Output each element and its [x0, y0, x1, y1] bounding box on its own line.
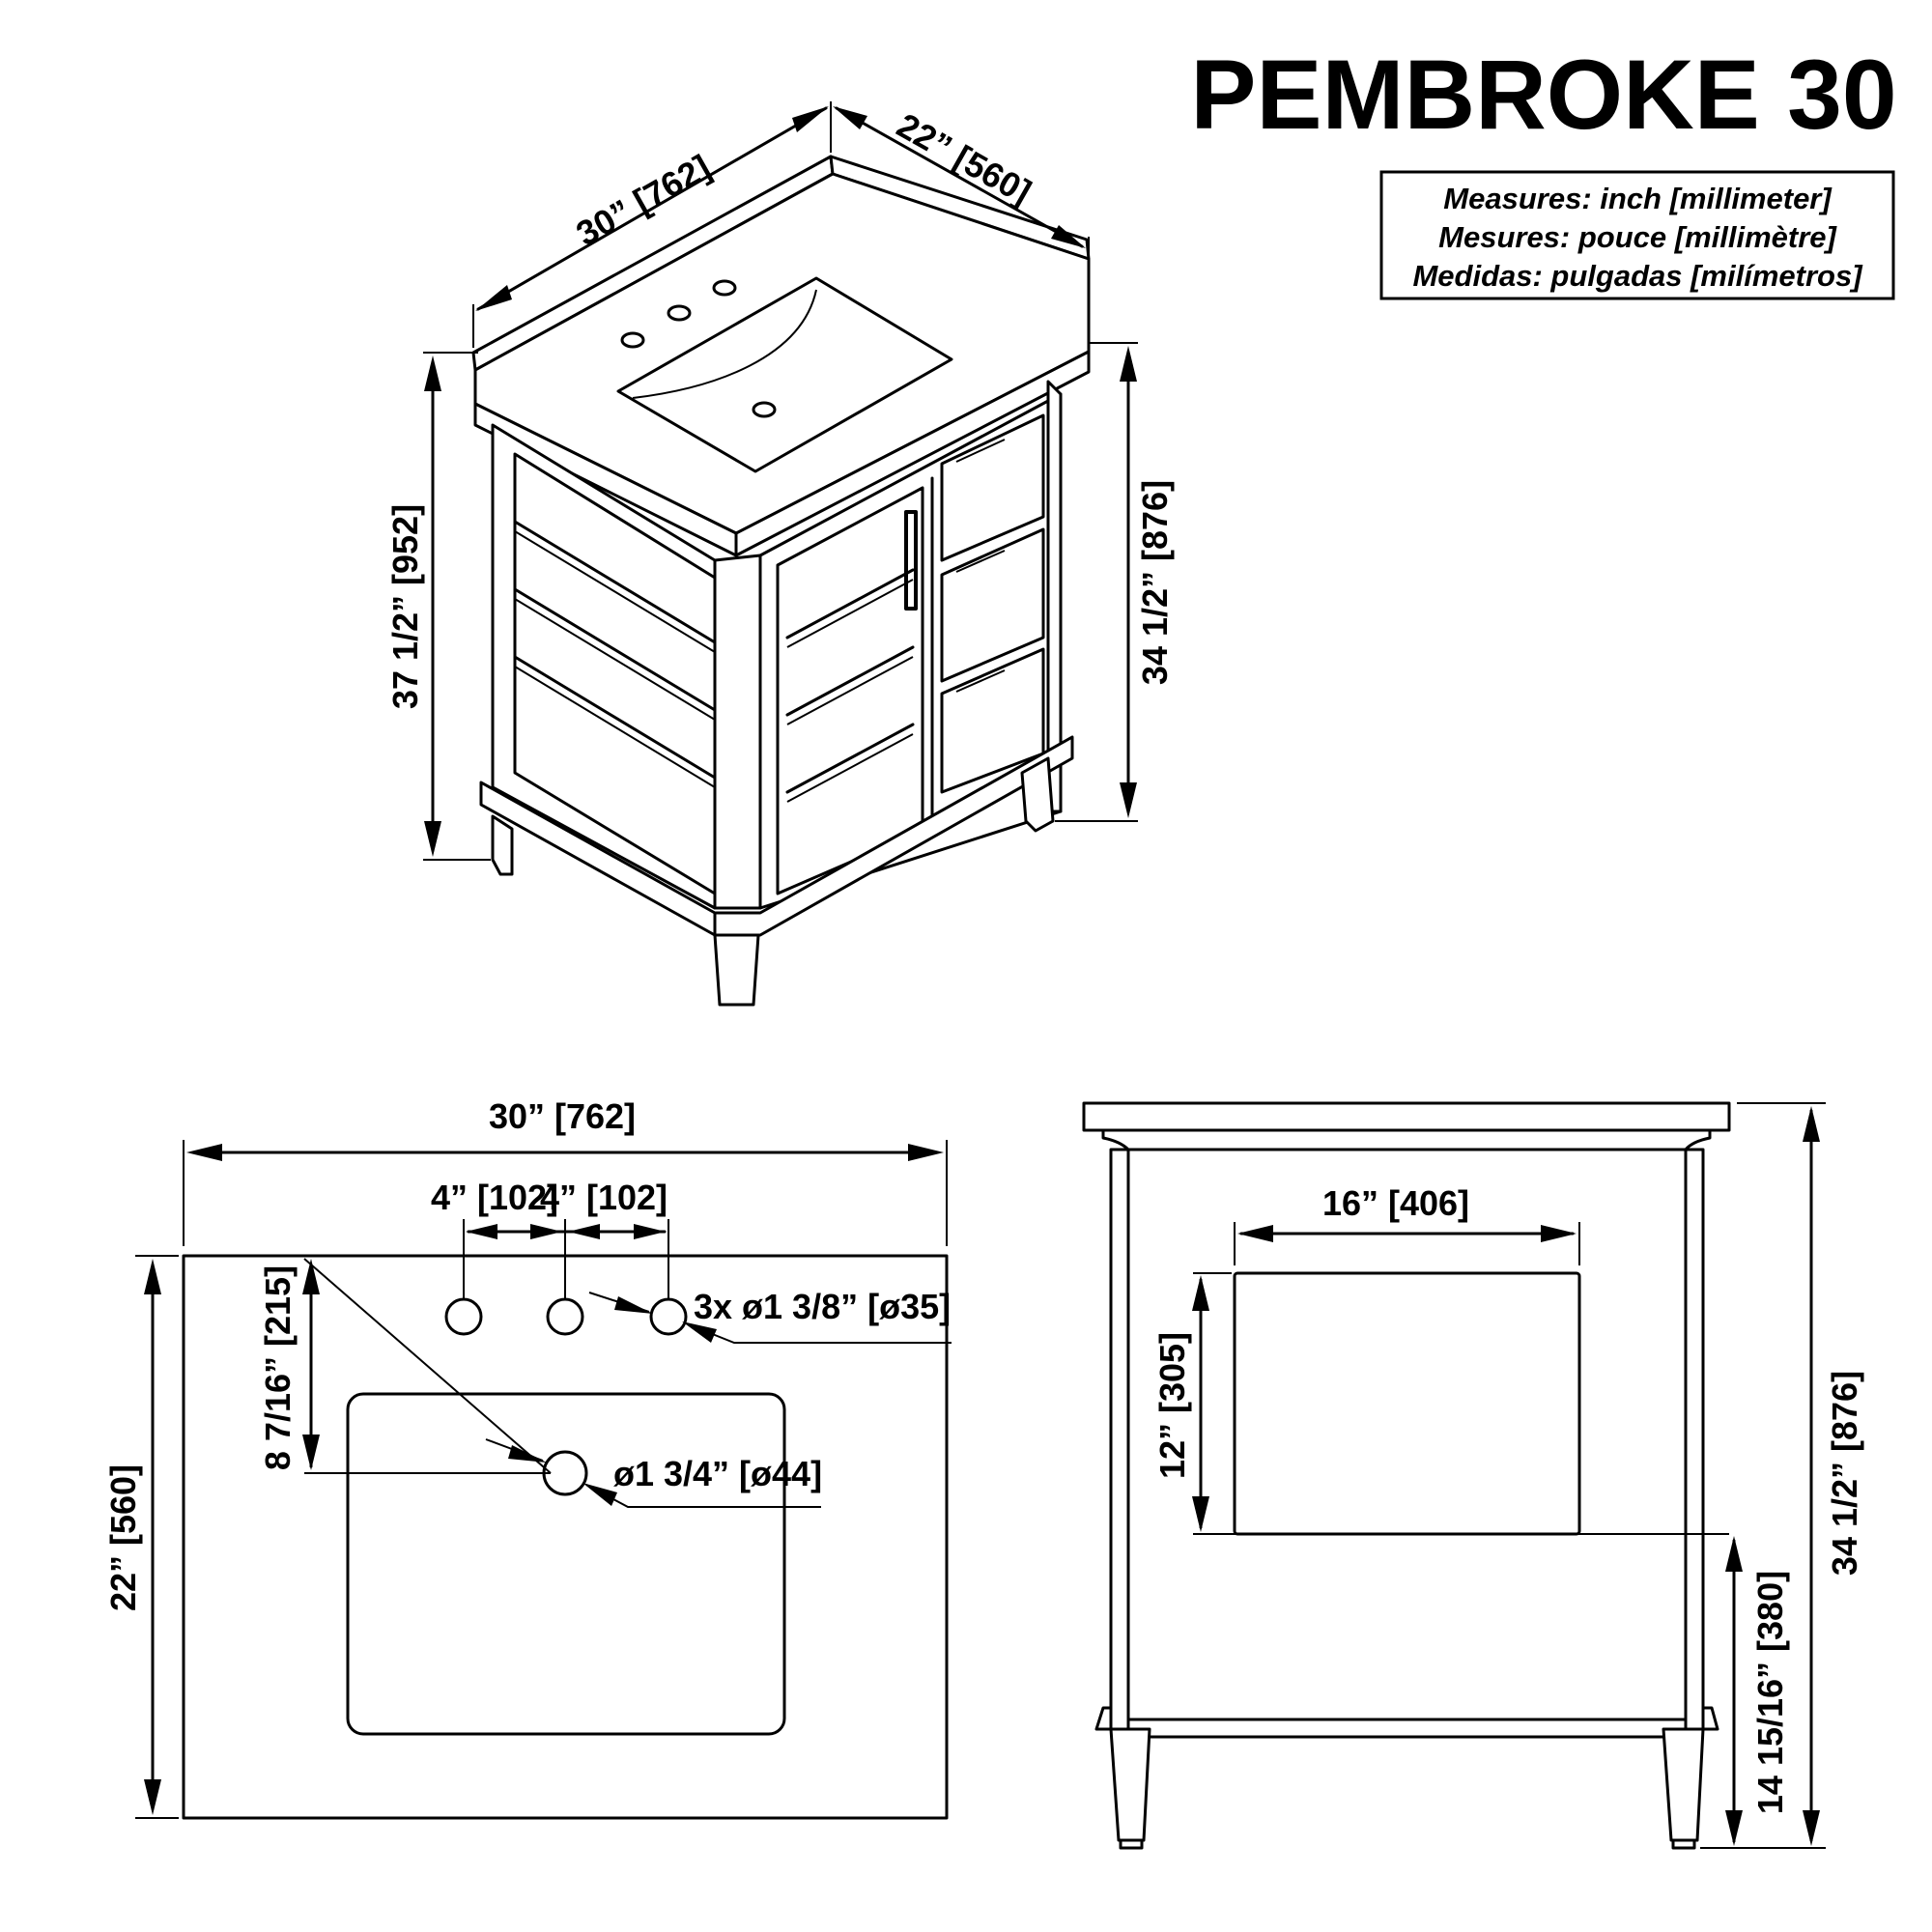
isometric-view: [471, 155, 1091, 1007]
drawer-front: [940, 527, 1045, 683]
legend-line-french: Mesures: pouce [millimètre]: [1438, 220, 1837, 254]
panel-width-dimension: 16” [406]: [1234, 1183, 1580, 1265]
faucet-hole-callout: 3x ø1 3/8” [ø35]: [588, 1287, 952, 1344]
floor-to-panel-dimension: 14 15/16” [380]: [1700, 1536, 1790, 1849]
side-height-label: 34 1/2” [876]: [1825, 1371, 1864, 1576]
drain-distance-label: 8 7/16” [215]: [258, 1265, 298, 1470]
top-width-dimension: 30” [762]: [183, 1096, 948, 1246]
panel-width-label: 16” [406]: [1322, 1183, 1469, 1223]
faucet-hole-icon: [667, 304, 692, 322]
panel-height-dimension: 12” [305]: [1152, 1272, 1729, 1535]
iso-counter-height-label: 34 1/2” [876]: [1135, 480, 1175, 685]
side-view: [1082, 1101, 1731, 1850]
faucet-spacing-dimension: 4” [102] 4” [102]: [431, 1178, 669, 1299]
product-title: PEMBROKE 30: [1190, 40, 1896, 150]
iso-overall-height-dimension: 37 1/2” [952]: [385, 352, 491, 861]
legend-line-spanish: Medidas: pulgadas [milímetros]: [1412, 259, 1863, 293]
faucet-hole-icon: [712, 279, 737, 297]
top-depth-label: 22” [560]: [103, 1464, 143, 1611]
door-handle-icon: [904, 510, 918, 611]
faucet-hole-icon: [546, 1297, 584, 1336]
faucet-spacing-right-label: 4” [102]: [540, 1178, 668, 1217]
faucet-hole-label: 3x ø1 3/8” [ø35]: [694, 1287, 951, 1326]
drain-label: ø1 3/4” [ø44]: [613, 1454, 822, 1493]
panel-height-label: 12” [305]: [1152, 1332, 1192, 1479]
floor-to-panel-label: 14 15/16” [380]: [1750, 1571, 1790, 1814]
legend-line-english: Measures: inch [millimeter]: [1443, 182, 1833, 215]
sink-basin-outline: [346, 1392, 786, 1736]
faucet-hole-icon: [649, 1297, 688, 1336]
faucet-hole-icon: [620, 331, 645, 349]
sink-basin-outline: [616, 276, 953, 473]
drain-distance-dimension: 8 7/16” [215]: [258, 1258, 552, 1474]
iso-overall-height-label: 37 1/2” [952]: [385, 504, 425, 709]
top-width-label: 30” [762]: [489, 1096, 636, 1136]
iso-counter-height-dimension: 34 1/2” [876]: [1055, 342, 1175, 822]
legend-box: [1379, 170, 1895, 300]
top-view: [182, 1254, 949, 1820]
drawer-front: [940, 413, 1045, 562]
drain-callout: ø1 3/4” [ø44]: [485, 1438, 822, 1508]
faucet-spacing-left-label: 4” [102]: [431, 1178, 558, 1217]
back-panel-opening: [1233, 1271, 1581, 1536]
top-depth-dimension: 22” [560]: [103, 1255, 179, 1819]
faucet-hole-icon: [444, 1297, 483, 1336]
side-height-dimension: 34 1/2” [876]: [1737, 1102, 1864, 1849]
